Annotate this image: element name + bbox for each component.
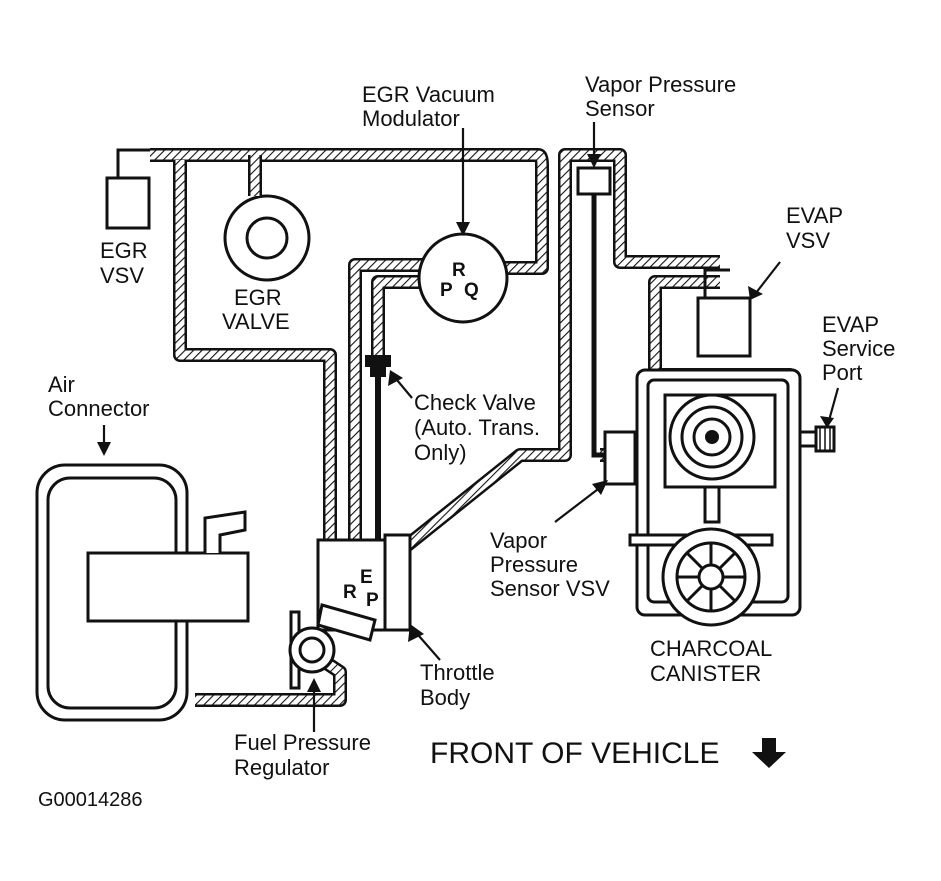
vapor-sensor-line bbox=[591, 195, 605, 458]
throttle-port-p: P bbox=[366, 590, 379, 611]
evap-service-port bbox=[798, 425, 836, 453]
label-vapor-pressure-sensor-vsv-2: Pressure bbox=[490, 552, 578, 577]
modulator-port-q: Q bbox=[464, 280, 479, 301]
egr-vsv bbox=[105, 148, 151, 230]
evap-vsv bbox=[696, 268, 752, 358]
label-egr-vacuum-modulator-2: Modulator bbox=[362, 106, 460, 131]
egr-vacuum-modulator: R P Q bbox=[417, 232, 509, 324]
label-air-connector-1: Air bbox=[48, 372, 75, 397]
label-air-connector-2: Connector bbox=[48, 396, 150, 421]
label-fuel-pressure-regulator-1: Fuel Pressure bbox=[234, 730, 371, 755]
modulator-port-r: R bbox=[452, 260, 466, 281]
leader-lines bbox=[97, 122, 840, 732]
label-throttle-body-1: Throttle bbox=[420, 660, 495, 685]
charcoal-canister bbox=[628, 368, 802, 627]
label-vapor-pressure-sensor-2: Sensor bbox=[585, 96, 655, 121]
label-egr-vsv-1: EGR bbox=[100, 238, 148, 263]
label-evap-vsv-1: EVAP bbox=[786, 203, 843, 228]
label-vapor-pressure-sensor-vsv-1: Vapor bbox=[490, 528, 547, 553]
label-evap-service-port-3: Port bbox=[822, 360, 862, 385]
text-labels: EGR Vacuum Modulator Vapor Pressure Sens… bbox=[38, 72, 895, 811]
throttle-body: R E P bbox=[316, 533, 412, 642]
label-check-valve-3: Only) bbox=[414, 440, 467, 465]
label-evap-vsv-2: VSV bbox=[786, 228, 830, 253]
vapor-pressure-sensor bbox=[576, 166, 612, 196]
label-charcoal-canister-2: CANISTER bbox=[650, 661, 761, 686]
check-valve bbox=[365, 355, 391, 540]
label-throttle-body-2: Body bbox=[420, 685, 470, 710]
label-vapor-pressure-sensor-1: Vapor Pressure bbox=[585, 72, 736, 97]
throttle-port-r: R bbox=[343, 582, 357, 603]
label-egr-valve-1: EGR bbox=[234, 285, 282, 310]
label-front-of-vehicle: FRONT OF VEHICLE bbox=[430, 737, 719, 770]
down-arrow-icon bbox=[752, 738, 786, 768]
modulator-port-p: P bbox=[440, 280, 453, 301]
vapor-pressure-sensor-vsv bbox=[603, 430, 637, 486]
label-egr-vacuum-modulator-1: EGR Vacuum bbox=[362, 82, 495, 107]
air-connector bbox=[35, 463, 250, 722]
label-egr-vsv-2: VSV bbox=[100, 263, 144, 288]
label-charcoal-canister-1: CHARCOAL bbox=[650, 636, 772, 661]
egr-valve bbox=[223, 155, 311, 282]
fuel-pressure-regulator bbox=[288, 610, 336, 690]
throttle-port-e: E bbox=[360, 567, 373, 588]
label-vapor-pressure-sensor-vsv-3: Sensor VSV bbox=[490, 576, 610, 601]
label-evap-service-port-1: EVAP bbox=[822, 312, 879, 337]
label-evap-service-port-2: Service bbox=[822, 336, 895, 361]
label-check-valve-1: Check Valve bbox=[414, 390, 536, 415]
label-check-valve-2: (Auto. Trans. bbox=[414, 415, 540, 440]
label-egr-valve-2: VALVE bbox=[222, 309, 290, 334]
label-fuel-pressure-regulator-2: Regulator bbox=[234, 755, 329, 780]
figure-id: G00014286 bbox=[38, 789, 143, 811]
